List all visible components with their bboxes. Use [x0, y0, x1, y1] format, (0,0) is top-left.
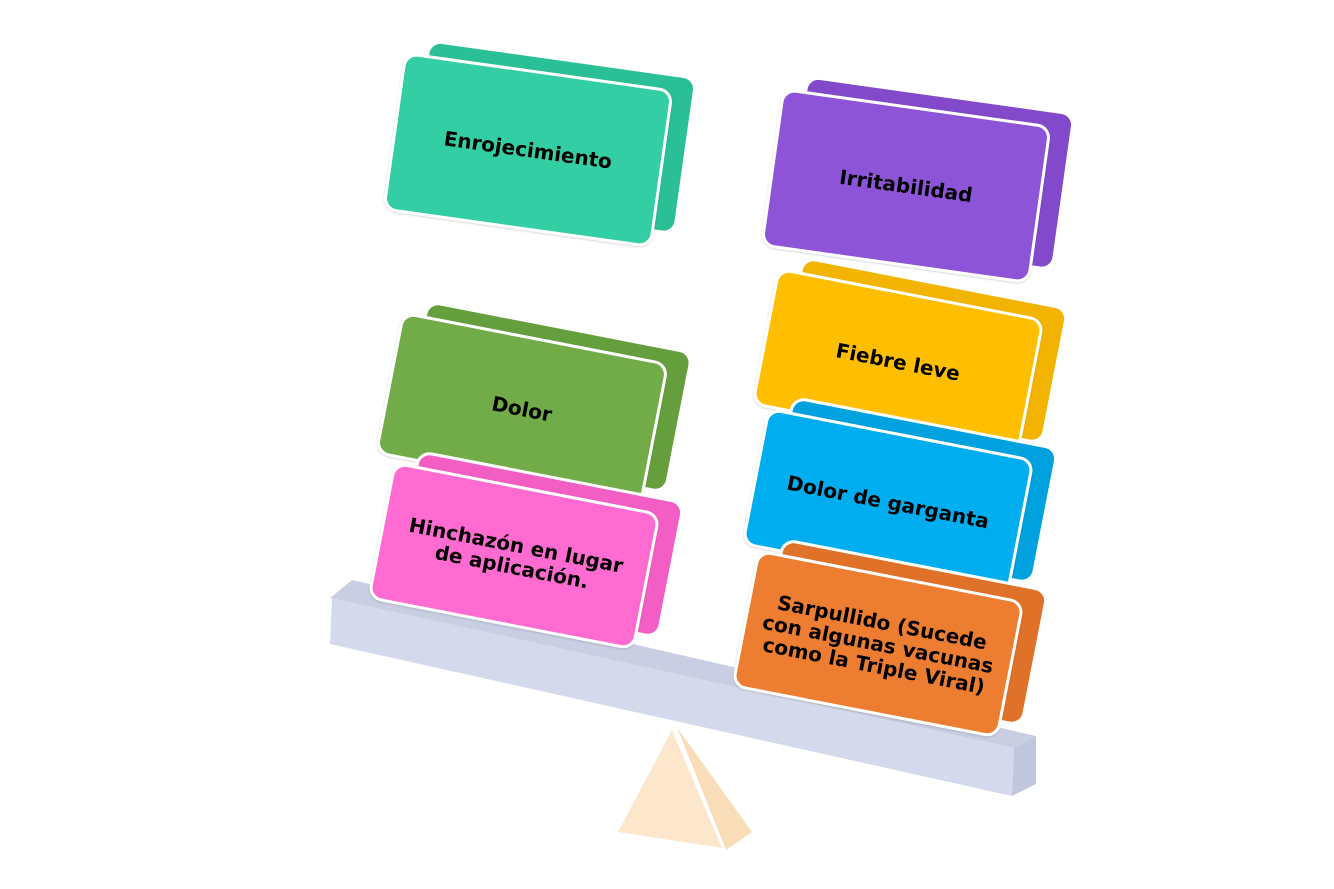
- label-hinchazon: Hinchazón en lugar de aplicación.: [407, 512, 626, 594]
- beam-front: [330, 598, 1014, 796]
- beam-end: [1012, 736, 1036, 796]
- label-dolor-garganta: Dolor de garganta: [784, 470, 992, 534]
- fulcrum-side: [676, 726, 752, 850]
- label-irritabilidad: Irritabilidad: [837, 164, 975, 208]
- label-fiebre-leve: Fiebre leve: [833, 338, 963, 386]
- label-sarpullido: Sarpullido (Sucede con algunas vacunas c…: [760, 590, 996, 699]
- label-enrojecimiento: Enrojecimiento: [442, 126, 614, 174]
- label-dolor: Dolor: [489, 390, 555, 427]
- fulcrum-front: [618, 730, 722, 848]
